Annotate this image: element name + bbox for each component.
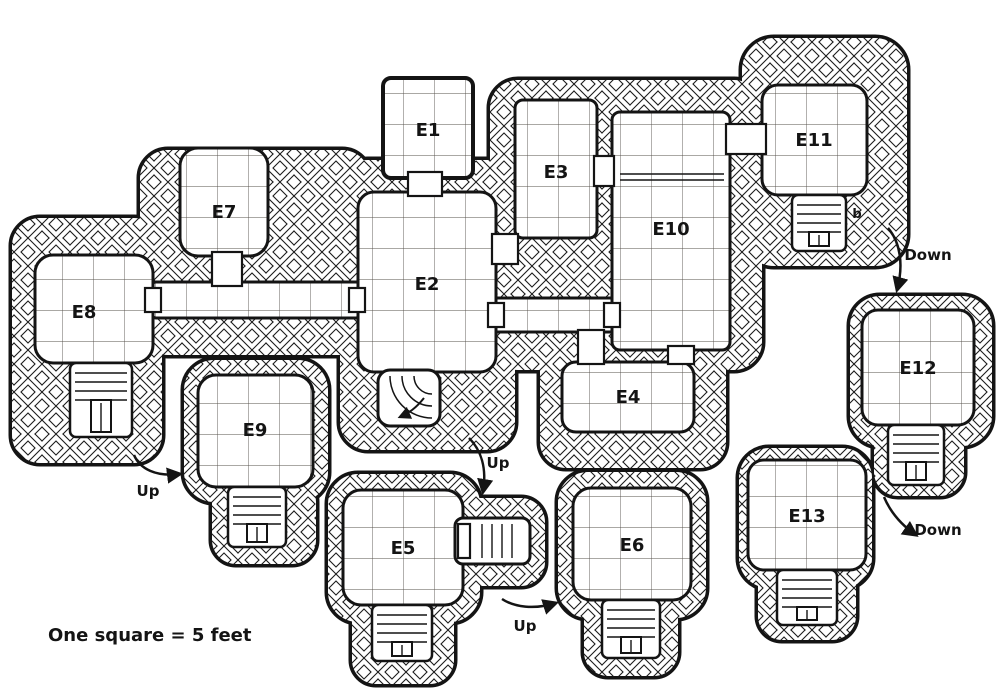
door-corridor-e2 <box>347 286 367 314</box>
up-label-left: Up <box>137 482 160 500</box>
down-arrow-top <box>887 227 909 294</box>
room-label-e6: E6 <box>620 535 645 556</box>
up-arrow-left <box>132 454 184 484</box>
room-label-e8: E8 <box>72 302 97 323</box>
stairways <box>68 193 946 663</box>
room-label-e7: E7 <box>212 202 237 223</box>
room-label-e5: E5 <box>391 538 416 559</box>
map-scale-legend: One square = 5 feet <box>48 625 252 646</box>
door-e10-e4 <box>666 344 696 366</box>
room-labels: E1 E2 E3 E4 E5 E6 E7 E8 E9 E10 E11 E12 E… <box>72 120 937 559</box>
room-label-e11: E11 <box>795 130 832 151</box>
room-label-e12: E12 <box>899 358 936 379</box>
side-stair-passage-e5 <box>453 516 532 566</box>
down-label-top: Down <box>904 246 951 264</box>
up-arrow-bottom <box>501 597 560 615</box>
door-e10-e11 <box>724 122 768 156</box>
curved-stair-e2 <box>376 368 442 428</box>
room-label-e3: E3 <box>544 162 569 183</box>
door-corridor2-e10 <box>602 301 622 329</box>
door-e1-e2 <box>406 170 444 198</box>
door-e2-corridor2 <box>486 301 506 329</box>
door-e8-corridor <box>143 286 163 314</box>
stairs-e5 <box>370 603 434 663</box>
down-arrow-right <box>882 496 919 537</box>
annotations: Down Down Up Up Up b <box>132 207 962 635</box>
stairs-e11 <box>790 193 848 253</box>
stairs-e12 <box>886 423 946 487</box>
stairs-e6 <box>600 598 662 660</box>
ledge-e10 <box>620 173 724 181</box>
room-label-e1: E1 <box>416 120 441 141</box>
room-label-e13: E13 <box>788 506 825 527</box>
door-mark-b: b <box>852 207 861 222</box>
stairs-e9 <box>226 485 288 549</box>
room-label-e4: E4 <box>616 387 641 408</box>
corridor-e8-e2 <box>150 280 362 320</box>
door-e5-passage <box>456 522 472 560</box>
door-e7-corridor <box>210 250 244 288</box>
door-e3-e10 <box>592 154 616 188</box>
up-label-bottom: Up <box>514 617 537 635</box>
down-label-right: Down <box>914 521 961 539</box>
rooms <box>33 76 976 607</box>
door-corridor2-e4 <box>576 328 606 366</box>
room-label-e10: E10 <box>652 219 689 240</box>
up-arrow-center <box>468 437 494 496</box>
doors <box>143 122 768 560</box>
corridor-e2-e10 <box>490 296 616 334</box>
door-e2-e3 <box>490 232 520 266</box>
stairs-e13 <box>775 568 839 627</box>
room-label-e2: E2 <box>415 274 440 295</box>
room-e4 <box>560 360 696 434</box>
room-label-e9: E9 <box>243 420 268 441</box>
stairs-e8 <box>68 361 134 439</box>
up-label-center: Up <box>487 454 510 472</box>
